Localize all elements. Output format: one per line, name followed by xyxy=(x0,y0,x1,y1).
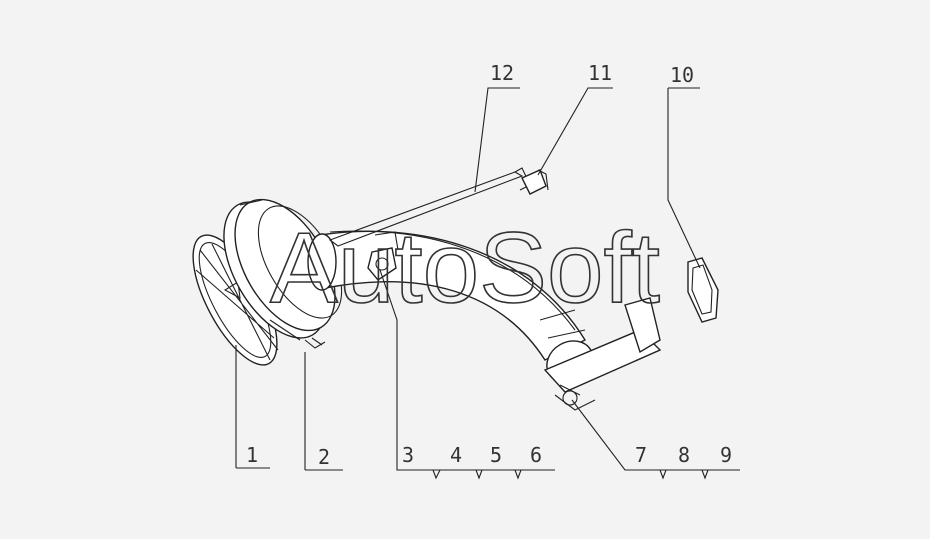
part-1-filter-disc xyxy=(192,234,279,366)
callout-11: 11 xyxy=(588,61,612,85)
callout-8: 8 xyxy=(678,443,690,467)
callout-6: 6 xyxy=(530,443,542,467)
callout-9: 9 xyxy=(720,443,732,467)
leader-lines xyxy=(235,87,740,480)
callout-1: 1 xyxy=(246,443,258,467)
callout-5: 5 xyxy=(490,443,502,467)
watermark-text: AutoSoft xyxy=(270,212,660,324)
callout-4: 4 xyxy=(450,443,462,467)
callout-3: 3 xyxy=(402,443,414,467)
part-2-housing xyxy=(223,198,343,349)
clamp-bolt-assembly xyxy=(367,231,399,281)
flange-bracket-assembly xyxy=(543,297,662,411)
callout-10: 10 xyxy=(670,63,694,87)
part-11-bracket xyxy=(521,169,549,195)
callout-12: 12 xyxy=(490,61,514,85)
part-10-gasket xyxy=(687,257,719,323)
callout-7: 7 xyxy=(635,443,647,467)
callout-2: 2 xyxy=(318,445,330,469)
